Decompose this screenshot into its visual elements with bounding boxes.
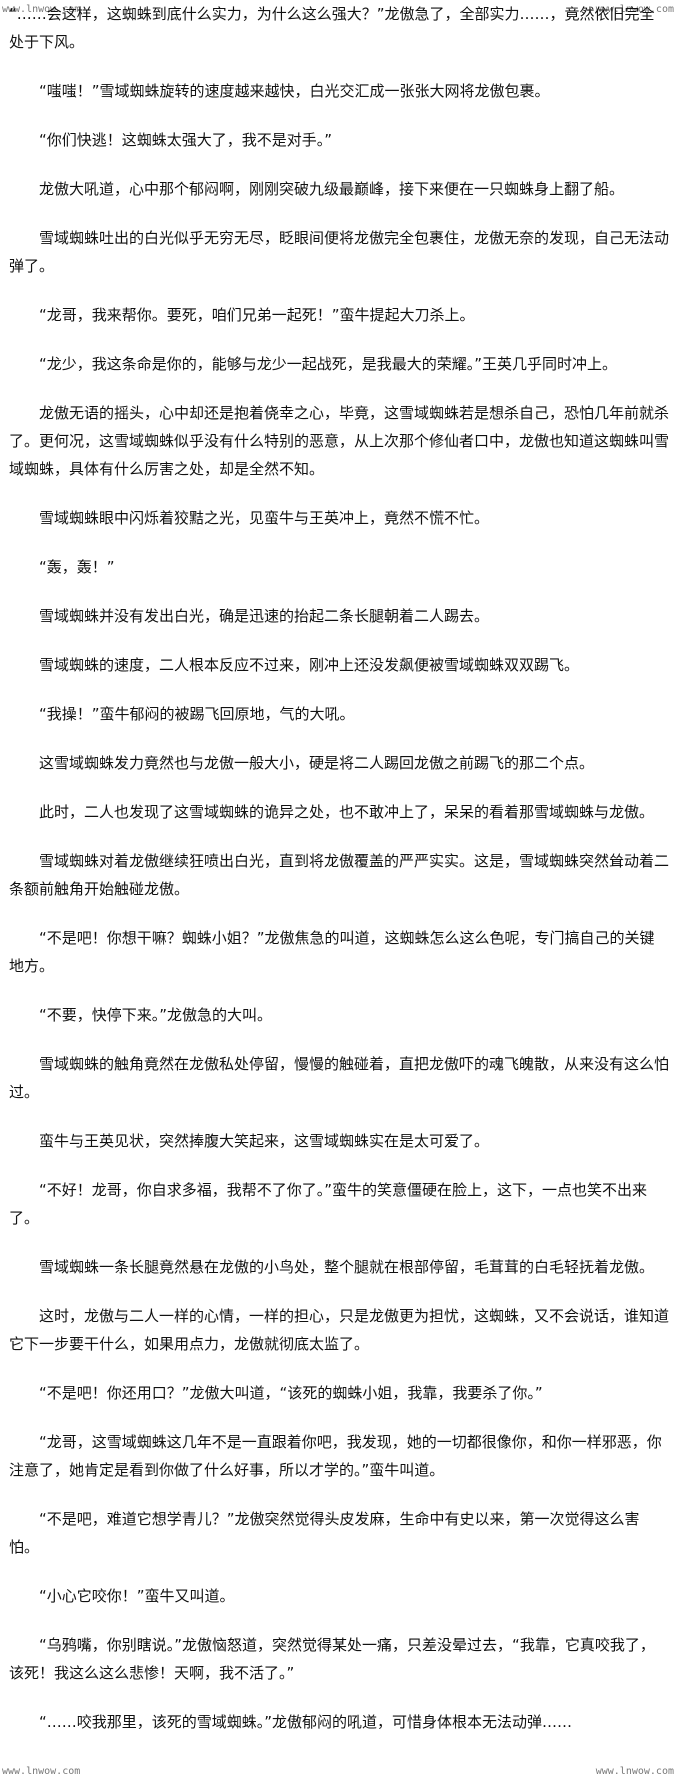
article-body: “……会这样，这蜘蛛到底什么实力，为什么这么强大？”龙傲急了，全部实力……，竟然… [9, 0, 669, 1736]
paragraph: 雪域蜘蛛一条长腿竟然悬在龙傲的小鸟处，整个腿就在根部停留，毛茸茸的白毛轻抚着龙傲… [39, 1258, 655, 1276]
paragraph: 雪域蜘蛛对着龙傲继续狂喷出白光，直到将龙傲覆盖的严严实实。这是，雪域蜘蛛突然耸动… [9, 852, 670, 898]
paragraph: “你们快逃！这蜘蛛太强大了，我不是对手。” [39, 131, 333, 149]
paragraph: “龙哥，我来帮你。要死，咱们兄弟一起死！”蛮牛提起大刀杀上。 [39, 306, 475, 324]
paragraph: “轰，轰！” [39, 558, 115, 576]
paragraph: 雪域蜘蛛的速度，二人根本反应不过来，刚冲上还没发飙便被雪域蜘蛛双双踢飞。 [39, 656, 580, 674]
paragraph: “小心它咬你！”蛮牛又叫道。 [39, 1587, 235, 1605]
paragraph: 雪域蜘蛛的触角竟然在龙傲私处停留，慢慢的触碰着，直把龙傲吓的魂飞魄散，从来没有这… [9, 1055, 670, 1101]
paragraph: 这雪域蜘蛛发力竟然也与龙傲一般大小，硬是将二人踢回龙傲之前踢飞的那二个点。 [39, 754, 595, 772]
paragraph: 雪域蜘蛛眼中闪烁着狡黠之光，见蛮牛与王英冲上，竟然不慌不忙。 [39, 509, 490, 527]
paragraph: “……会这样，这蜘蛛到底什么实力，为什么这么强大？”龙傲急了，全部实力……，竟然… [9, 5, 655, 51]
paragraph: 龙傲无语的摇头，心中却还是抱着侥幸之心，毕竟，这雪域蜘蛛若是想杀自己，恐怕几年前… [9, 404, 670, 478]
paragraph: “不要，快停下来。”龙傲急的大叫。 [39, 1006, 273, 1024]
paragraph: 雪域蜘蛛并没有发出白光，确是迅速的抬起二条长腿朝着二人踢去。 [39, 607, 490, 625]
paragraph: 蛮牛与王英见状，突然捧腹大笑起来，这雪域蜘蛛实在是太可爱了。 [39, 1132, 490, 1150]
paragraph: “不是吧！你还用口？”龙傲大叫道，“该死的蜘蛛小姐，我靠，我要杀了你。” [39, 1384, 543, 1402]
paragraph: “不好！龙哥，你自求多福，我帮不了你了。”蛮牛的笑意僵硬在脸上，这下，一点也笑不… [9, 1181, 648, 1227]
paragraph: 此时，二人也发现了这雪域蜘蛛的诡异之处，也不敢冲上了，呆呆的看着那雪域蜘蛛与龙傲… [39, 803, 655, 821]
paragraph: “……咬我那里，该死的雪域蜘蛛。”龙傲郁闷的吼道，可惜身体根本无法动弹…… [39, 1713, 573, 1731]
watermark-top-right: www.lnwow.com [595, 4, 674, 15]
watermark-top-left: www.lnwow.com [2, 4, 81, 15]
paragraph: 龙傲大吼道，心中那个郁闷啊，刚刚突破九级最巅峰，接下来便在一只蜘蛛身上翻了船。 [39, 180, 625, 198]
paragraph: “乌鸦嘴，你别瞎说。”龙傲恼怒道，突然觉得某处一痛，只差没晕过去，“我靠，它真咬… [9, 1636, 655, 1682]
paragraph: “不是吧，难道它想学青儿？”龙傲突然觉得头皮发麻，生命中有史以来，第一次觉得这么… [9, 1510, 640, 1556]
paragraph: 雪域蜘蛛吐出的白光似乎无穷无尽，眨眼间便将龙傲完全包裹住，龙傲无奈的发现，自己无… [9, 229, 670, 275]
paragraph: “不是吧！你想干嘛？蜘蛛小姐？”龙傲焦急的叫道，这蜘蛛怎么这么色呢，专门搞自己的… [9, 929, 655, 975]
paragraph: “龙哥，这雪域蜘蛛这几年不是一直跟着你吧，我发现，她的一切都很像你，和你一样邪恶… [9, 1433, 662, 1479]
paragraph: “龙少，我这条命是你的，能够与龙少一起战死，是我最大的荣耀。”王英几乎同时冲上。 [39, 355, 618, 373]
paragraph: “我操！”蛮牛郁闷的被踢飞回原地，气的大吼。 [39, 705, 355, 723]
paragraph: “嗤嗤！”雪域蜘蛛旋转的速度越来越快，白光交汇成一张张大网将龙傲包裹。 [39, 82, 550, 100]
paragraph: 这时，龙傲与二人一样的心情，一样的担心，只是龙傲更为担忧，这蜘蛛，又不会说话，谁… [9, 1307, 670, 1353]
watermark-bottom-left: www.lnwow.com [2, 1766, 81, 1777]
watermark-bottom-right: www.lnwow.com [595, 1766, 674, 1777]
